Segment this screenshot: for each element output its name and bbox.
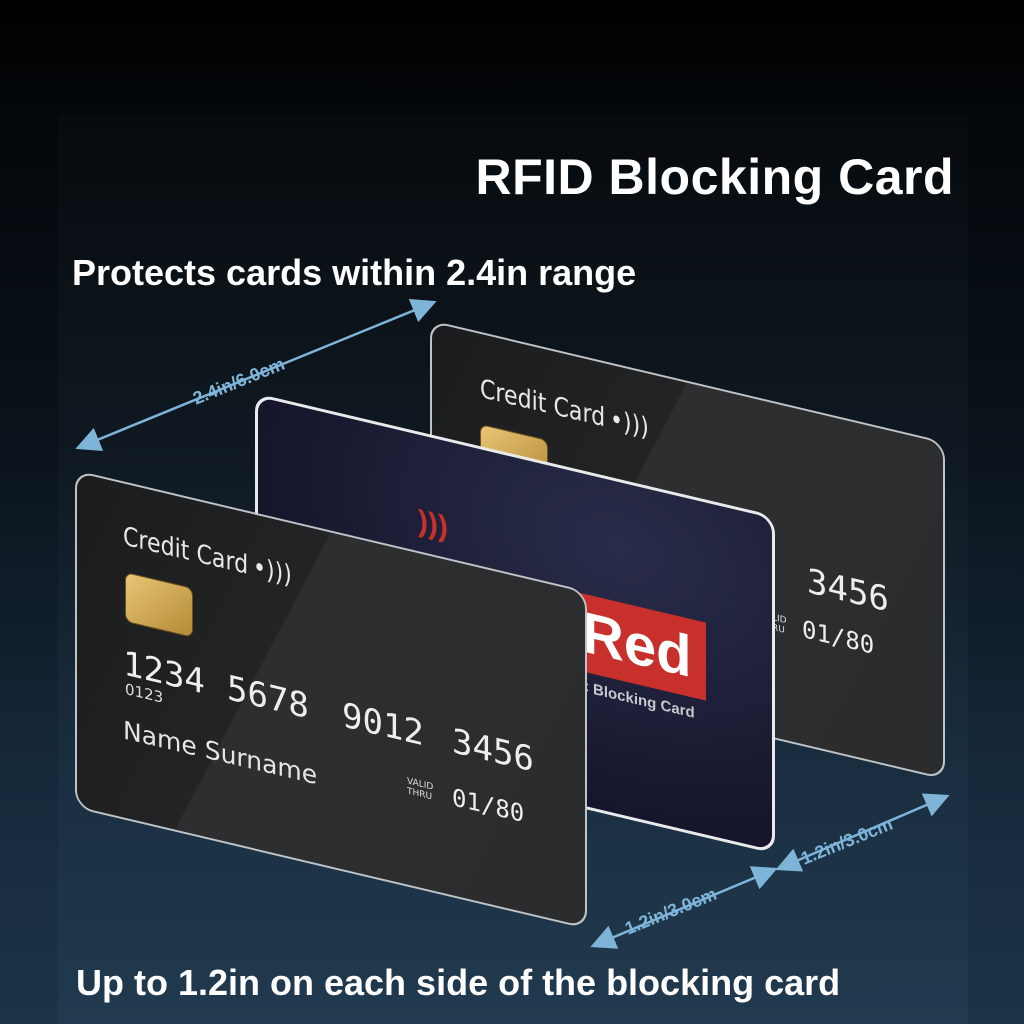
total-width-arrow (75, 299, 437, 451)
left-gap-arrow (590, 866, 778, 949)
right-gap-arrow (775, 793, 950, 872)
subtitle: Protects cards within 2.4in range (72, 252, 637, 293)
page-title: RFID Blocking Card (475, 149, 954, 205)
footer-caption: Up to 1.2in on each side of the blocking… (76, 962, 841, 1003)
